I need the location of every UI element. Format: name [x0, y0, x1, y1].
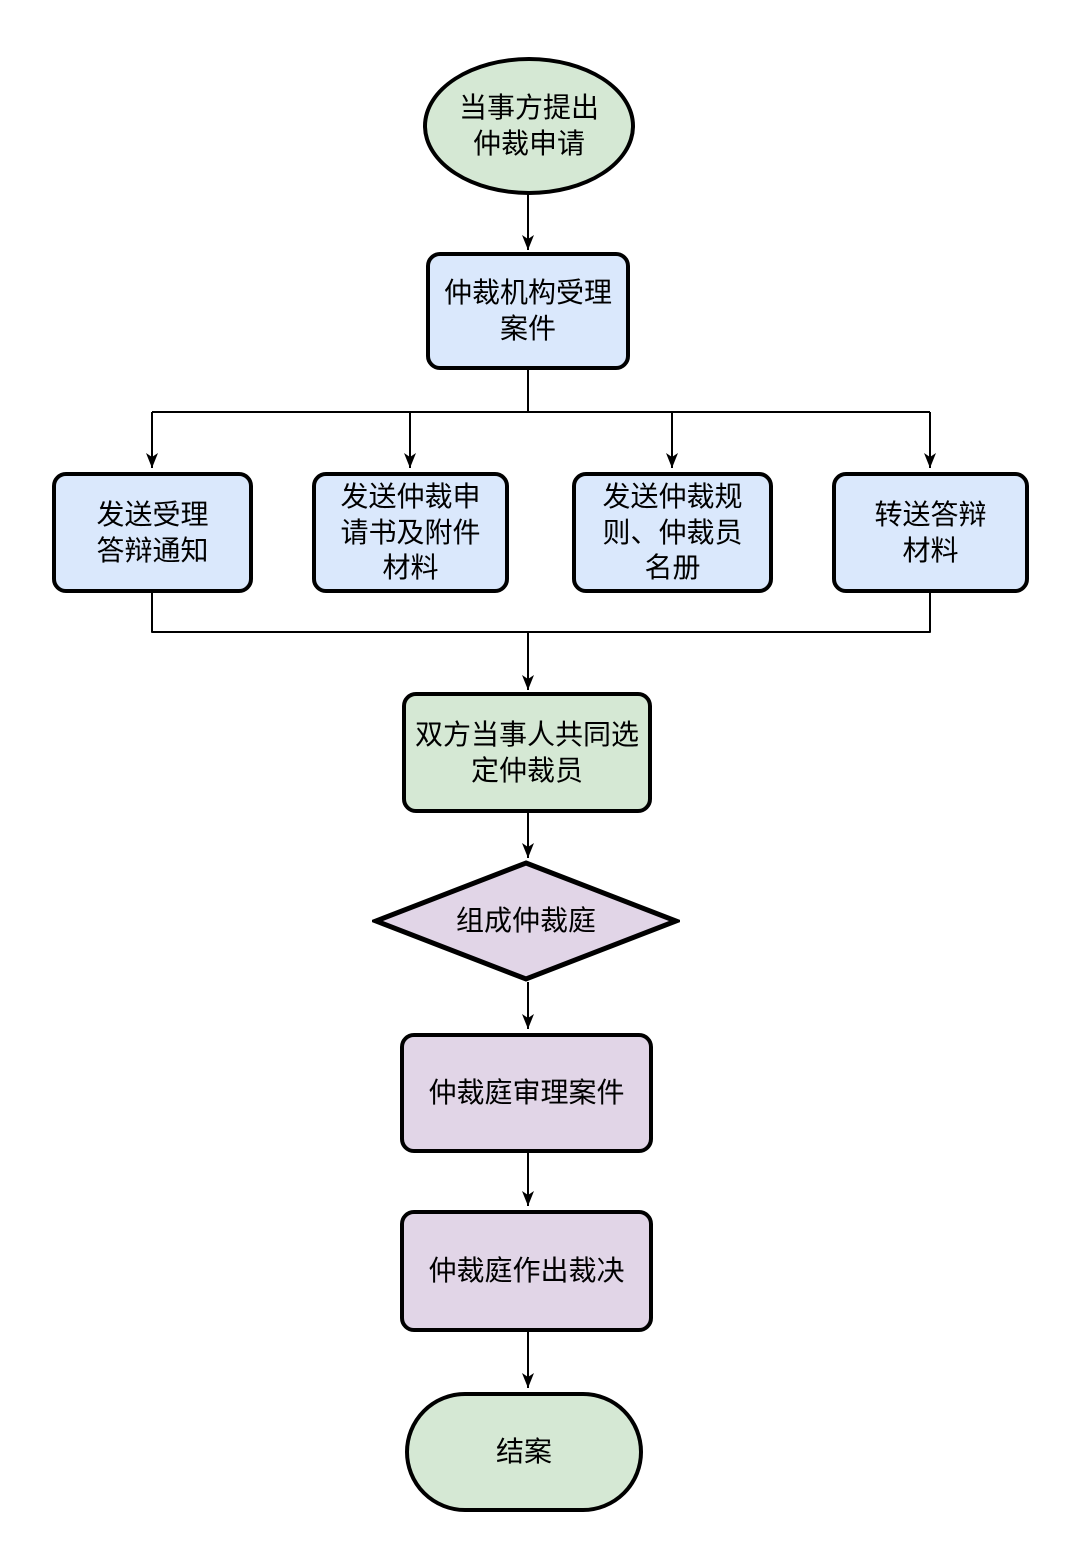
node-forward-defense: 转送答辩 材料 — [832, 472, 1029, 593]
node-select-arbitrators: 双方当事人共同选 定仲裁员 — [402, 692, 652, 813]
node-accept-case: 仲裁机构受理 案件 — [426, 252, 630, 370]
node-send-rules: 发送仲裁规 则、仲裁员 名册 — [572, 472, 773, 593]
diamond-shape — [372, 860, 680, 982]
edge-merge-bus — [151, 593, 931, 633]
node-hearing: 仲裁庭审理案件 — [400, 1033, 653, 1153]
node-close-case: 结案 — [405, 1392, 643, 1512]
node-form-tribunal: 组成仲裁庭 — [372, 860, 680, 982]
node-send-application: 发送仲裁申 请书及附件 材料 — [312, 472, 509, 593]
node-award: 仲裁庭作出裁决 — [400, 1210, 653, 1332]
node-form-tribunal-label: 组成仲裁庭 — [455, 905, 596, 937]
node-start: 当事方提出 仲裁申请 — [423, 57, 635, 195]
node-send-notice: 发送受理 答辩通知 — [52, 472, 253, 593]
